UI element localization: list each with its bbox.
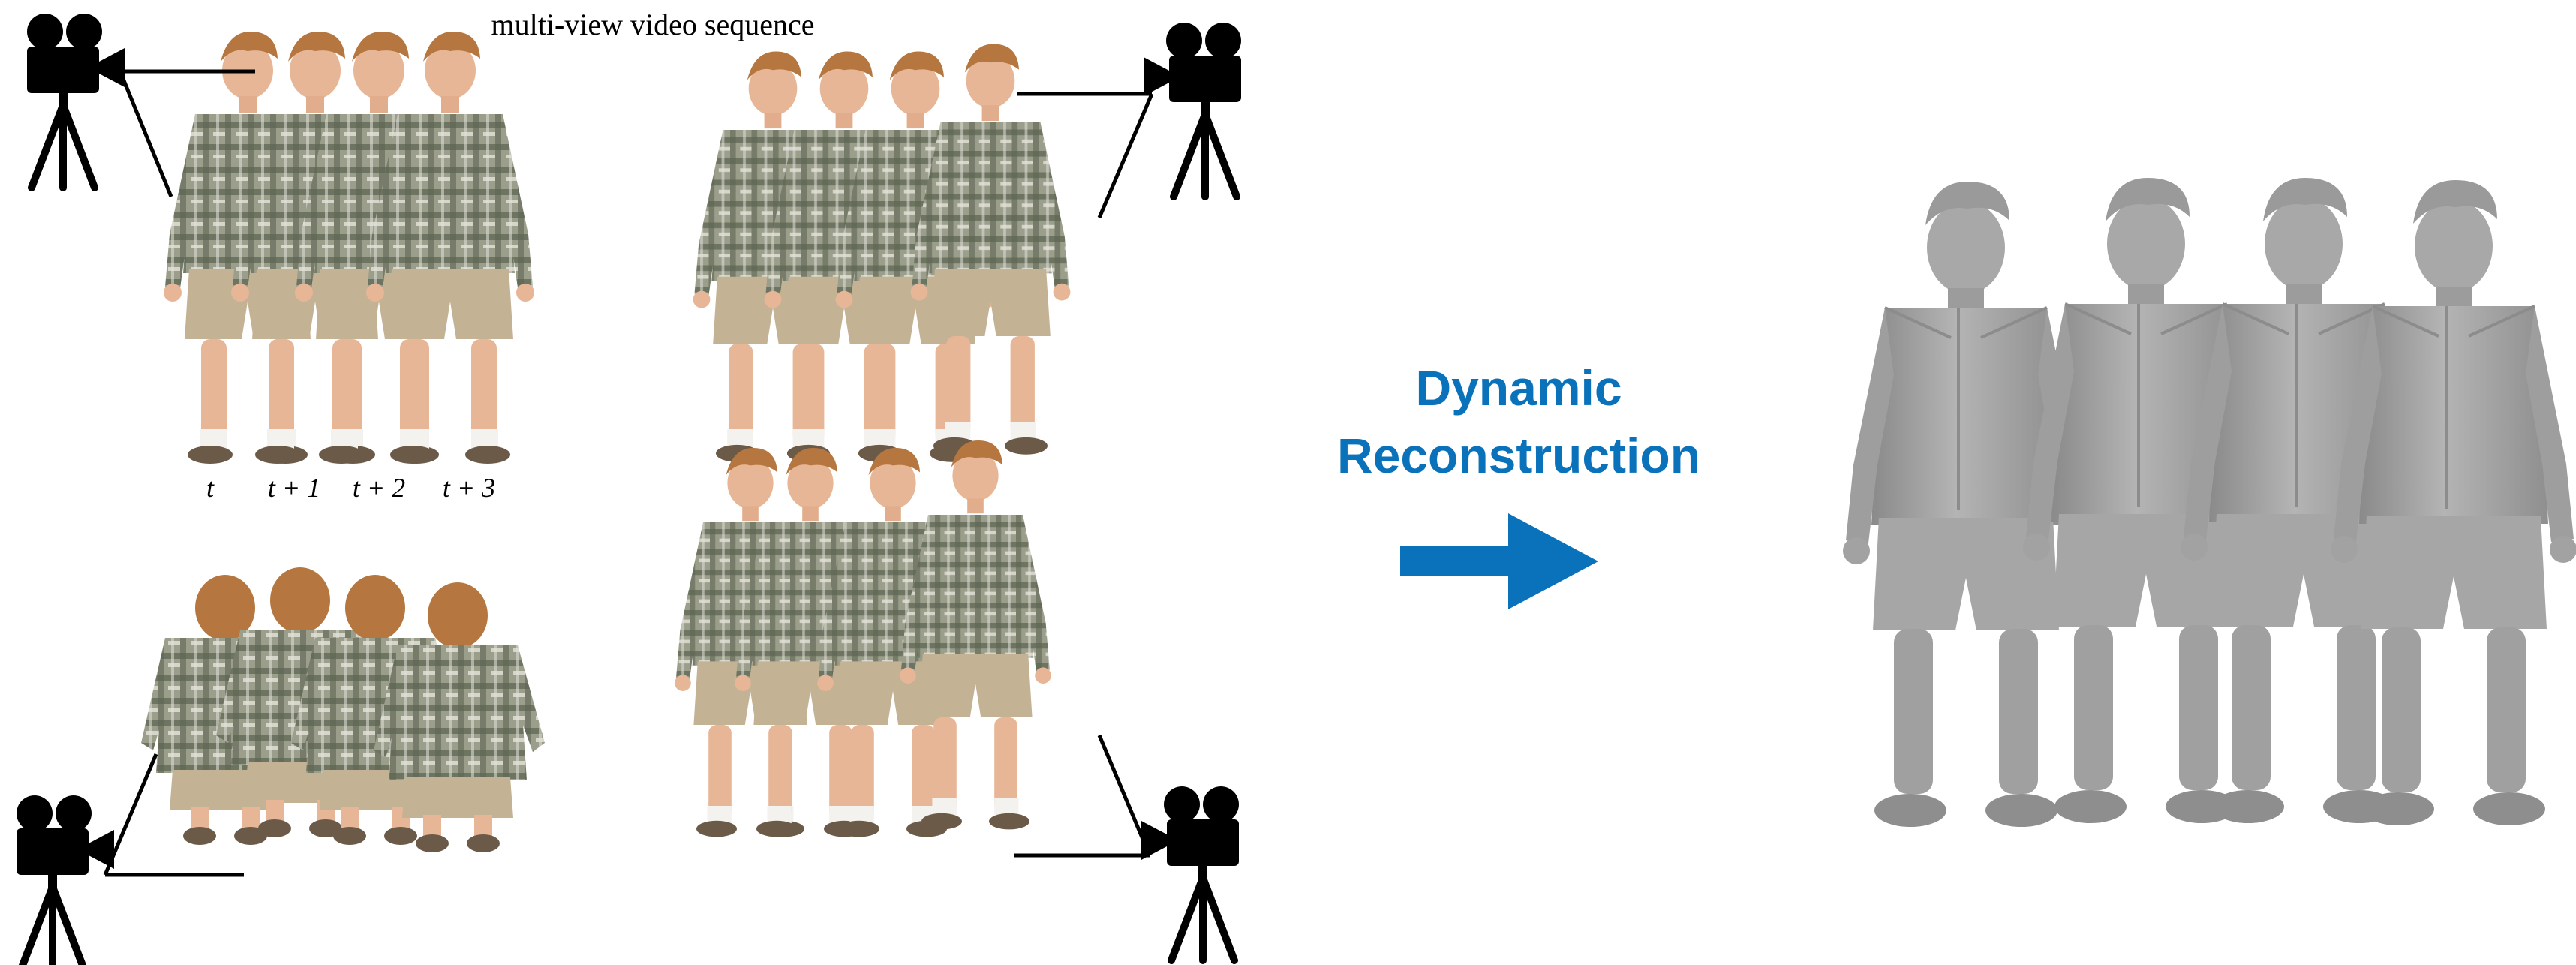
- time-label-t-plus-3: t + 3: [443, 473, 495, 503]
- fov-lines: [1014, 735, 1152, 858]
- time-label-t-plus-2: t + 2: [353, 473, 405, 503]
- time-labels: t t + 1 t + 2 t + 3: [206, 473, 495, 503]
- video-camera-icon: [27, 14, 125, 188]
- time-label-t-plus-1: t + 1: [268, 473, 320, 503]
- fov-lines: [118, 69, 255, 197]
- fov-lines: [103, 753, 244, 877]
- video-camera-icon: [17, 795, 114, 965]
- arrow-label-line2: Reconstruction: [1337, 428, 1700, 483]
- camera-top-left: [27, 14, 255, 197]
- reconstructed-meshes: [1841, 176, 2576, 828]
- view-bottom-left: [141, 567, 545, 852]
- caption-top: multi-view video sequence: [491, 8, 815, 41]
- video-camera-icon: [1144, 23, 1241, 197]
- camera-bottom-left: [17, 753, 244, 965]
- arrow-label-line1: Dynamic: [1415, 360, 1622, 416]
- camera-bottom-right: [1014, 735, 1239, 960]
- video-camera-icon: [1141, 786, 1239, 960]
- fov-lines: [1017, 92, 1154, 218]
- time-label-t: t: [206, 473, 215, 503]
- right-arrow-icon: [1400, 513, 1598, 609]
- view-top-left: [164, 32, 534, 464]
- reconstruction-arrow: Dynamic Reconstruction: [1337, 360, 1700, 609]
- view-top-right: [693, 44, 1071, 462]
- view-bottom-right: [675, 440, 1051, 837]
- camera-top-right: [1017, 23, 1241, 218]
